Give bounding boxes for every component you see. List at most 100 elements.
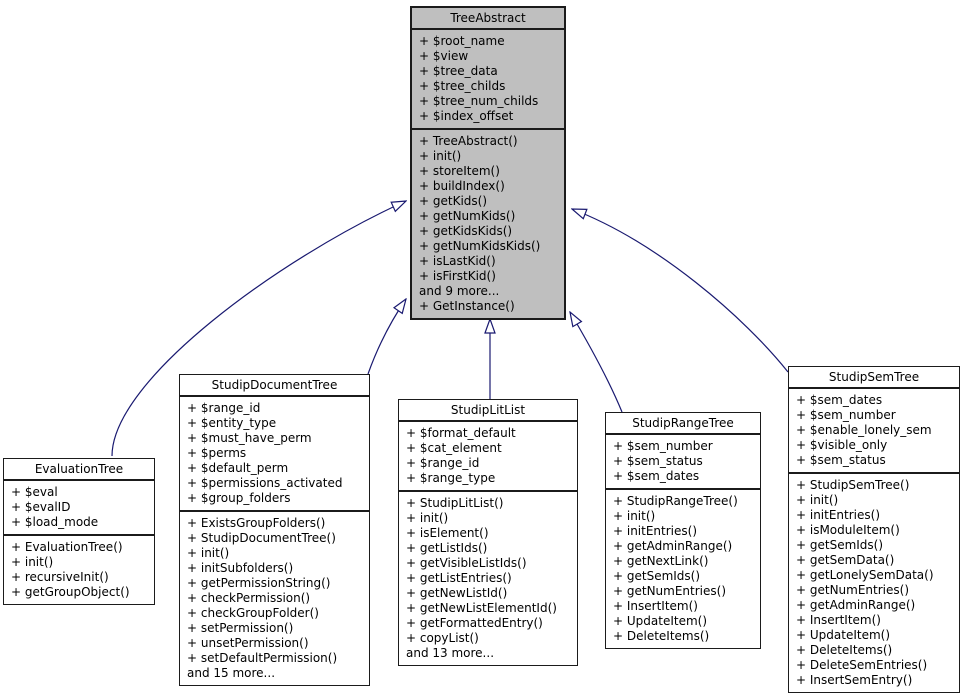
attribute-line: + $range_id <box>187 401 261 415</box>
method-line: + unsetPermission() <box>187 636 309 650</box>
class-attributes: + $eval+ $evalID+ $load_mode <box>4 481 154 536</box>
method-line: + DeleteSemEntries() <box>796 658 928 672</box>
method-line: + getNewListId() <box>406 586 508 600</box>
method-line: + InsertItem() <box>613 599 698 613</box>
attribute-line: + $default_perm <box>187 461 289 475</box>
attribute-line: + $sem_status <box>613 454 703 468</box>
attribute-line: + $entity_type <box>187 416 277 430</box>
method-line: + getSemIds() <box>796 538 884 552</box>
method-line: + storeItem() <box>419 164 500 178</box>
method-line: + InsertSemEntry() <box>796 673 913 687</box>
method-line: + getNumEntries() <box>796 583 910 597</box>
class-attributes: + $sem_number+ $sem_status+ $sem_dates <box>606 435 760 490</box>
method-line: + ExistsGroupFolders() <box>187 516 326 530</box>
method-line: and 13 more... <box>406 646 495 660</box>
method-line: + getAdminRange() <box>796 598 916 612</box>
method-line: + setDefaultPermission() <box>187 651 338 665</box>
method-line: + getGroupObject() <box>11 585 130 599</box>
attribute-line: + $range_id <box>406 456 480 470</box>
method-line: + DeleteItems() <box>613 629 710 643</box>
attribute-line: + $enable_lonely_sem <box>796 423 932 437</box>
attribute-line: + $sem_dates <box>613 469 700 483</box>
method-line: and 15 more... <box>187 666 276 680</box>
attribute-line: + $sem_number <box>613 439 713 453</box>
method-line: + TreeAbstract() <box>419 134 518 148</box>
method-line: + isFirstKid() <box>419 269 496 283</box>
class-node-studipsemtree[interactable]: StudipSemTree + $sem_dates+ $sem_number+… <box>788 366 960 693</box>
method-line: + checkGroupFolder() <box>187 606 319 620</box>
method-line: + init() <box>796 493 839 507</box>
class-attributes: + $format_default+ $cat_element+ $range_… <box>399 422 577 492</box>
class-methods: + EvaluationTree()+ init()+ recursiveIni… <box>4 536 154 604</box>
class-title: EvaluationTree <box>4 459 154 481</box>
method-line: + getVisibleListIds() <box>406 556 527 570</box>
method-line: + getNextLink() <box>613 554 709 568</box>
method-line: + init() <box>11 555 54 569</box>
method-line: + getPermissionString() <box>187 576 331 590</box>
class-node-evaluationtree[interactable]: EvaluationTree + $eval+ $evalID+ $load_m… <box>3 458 155 605</box>
class-node-studiplitlist[interactable]: StudipLitList + $format_default+ $cat_el… <box>398 399 578 666</box>
method-line: + EvaluationTree() <box>11 540 123 554</box>
method-line: + getNumEntries() <box>613 584 727 598</box>
method-line: + init() <box>419 149 462 163</box>
class-methods: + ExistsGroupFolders()+ StudipDocumentTr… <box>180 512 369 685</box>
class-methods: + TreeAbstract()+ init()+ storeItem()+ b… <box>412 130 564 318</box>
attribute-line: + $tree_data <box>419 64 498 78</box>
method-line: + StudipDocumentTree() <box>187 531 336 545</box>
attribute-line: + $range_type <box>406 471 496 485</box>
attribute-line: + $perms <box>187 446 247 460</box>
method-line: + recursiveInit() <box>11 570 109 584</box>
class-methods: + StudipRangeTree()+ init()+ initEntries… <box>606 490 760 648</box>
attribute-line: + $must_have_perm <box>187 431 312 445</box>
attribute-line: + $root_name <box>419 34 505 48</box>
method-line: + GetInstance() <box>419 299 515 313</box>
class-attributes: + $root_name+ $view+ $tree_data+ $tree_c… <box>412 30 564 130</box>
method-line: + init() <box>406 511 449 525</box>
attribute-line: + $visible_only <box>796 438 888 452</box>
method-line: + isElement() <box>406 526 489 540</box>
method-line: + getNewListElementId() <box>406 601 557 615</box>
method-line: + getFormattedEntry() <box>406 616 543 630</box>
attribute-line: + $format_default <box>406 426 516 440</box>
method-line: + DeleteItems() <box>796 643 893 657</box>
method-line: + setPermission() <box>187 621 294 635</box>
method-line: + getLonelySemData() <box>796 568 934 582</box>
method-line: + getAdminRange() <box>613 539 733 553</box>
method-line: + initSubfolders() <box>187 561 294 575</box>
method-line: + getNumKids() <box>419 209 516 223</box>
attribute-line: + $load_mode <box>11 515 99 529</box>
method-line: + getListIds() <box>406 541 488 555</box>
attribute-line: + $sem_number <box>796 408 896 422</box>
method-line: + init() <box>613 509 656 523</box>
class-methods: + StudipSemTree()+ init()+ initEntries()… <box>789 474 959 692</box>
method-line: and 9 more... <box>419 284 500 298</box>
class-title: StudipDocumentTree <box>180 375 369 397</box>
class-node-treeabstract[interactable]: TreeAbstract + $root_name+ $view+ $tree_… <box>410 6 566 320</box>
method-line: + isLastKid() <box>419 254 496 268</box>
method-line: + getKidsKids() <box>419 224 513 238</box>
attribute-line: + $cat_element <box>406 441 502 455</box>
class-node-studipdocumenttree[interactable]: StudipDocumentTree + $range_id+ $entity_… <box>179 374 370 686</box>
method-line: + getSemIds() <box>613 569 701 583</box>
attribute-line: + $index_offset <box>419 109 514 123</box>
attribute-line: + $group_folders <box>187 491 291 505</box>
method-line: + getKids() <box>419 194 488 208</box>
method-line: + StudipLitList() <box>406 496 504 510</box>
class-attributes: + $range_id+ $entity_type+ $must_have_pe… <box>180 397 369 512</box>
method-line: + copyList() <box>406 631 479 645</box>
attribute-line: + $sem_status <box>796 453 886 467</box>
class-attributes: + $sem_dates+ $sem_number+ $enable_lonel… <box>789 389 959 474</box>
method-line: + initEntries() <box>613 524 698 538</box>
class-methods: + StudipLitList()+ init()+ isElement()+ … <box>399 492 577 665</box>
method-line: + getNumKidsKids() <box>419 239 541 253</box>
attribute-line: + $sem_dates <box>796 393 883 407</box>
method-line: + buildIndex() <box>419 179 505 193</box>
method-line: + checkPermission() <box>187 591 311 605</box>
method-line: + UpdateItem() <box>613 614 708 628</box>
method-line: + StudipRangeTree() <box>613 494 738 508</box>
method-line: + getSemData() <box>796 553 895 567</box>
class-node-studiprangetree[interactable]: StudipRangeTree + $sem_number+ $sem_stat… <box>605 412 761 649</box>
attribute-line: + $view <box>419 49 469 63</box>
method-line: + init() <box>187 546 230 560</box>
